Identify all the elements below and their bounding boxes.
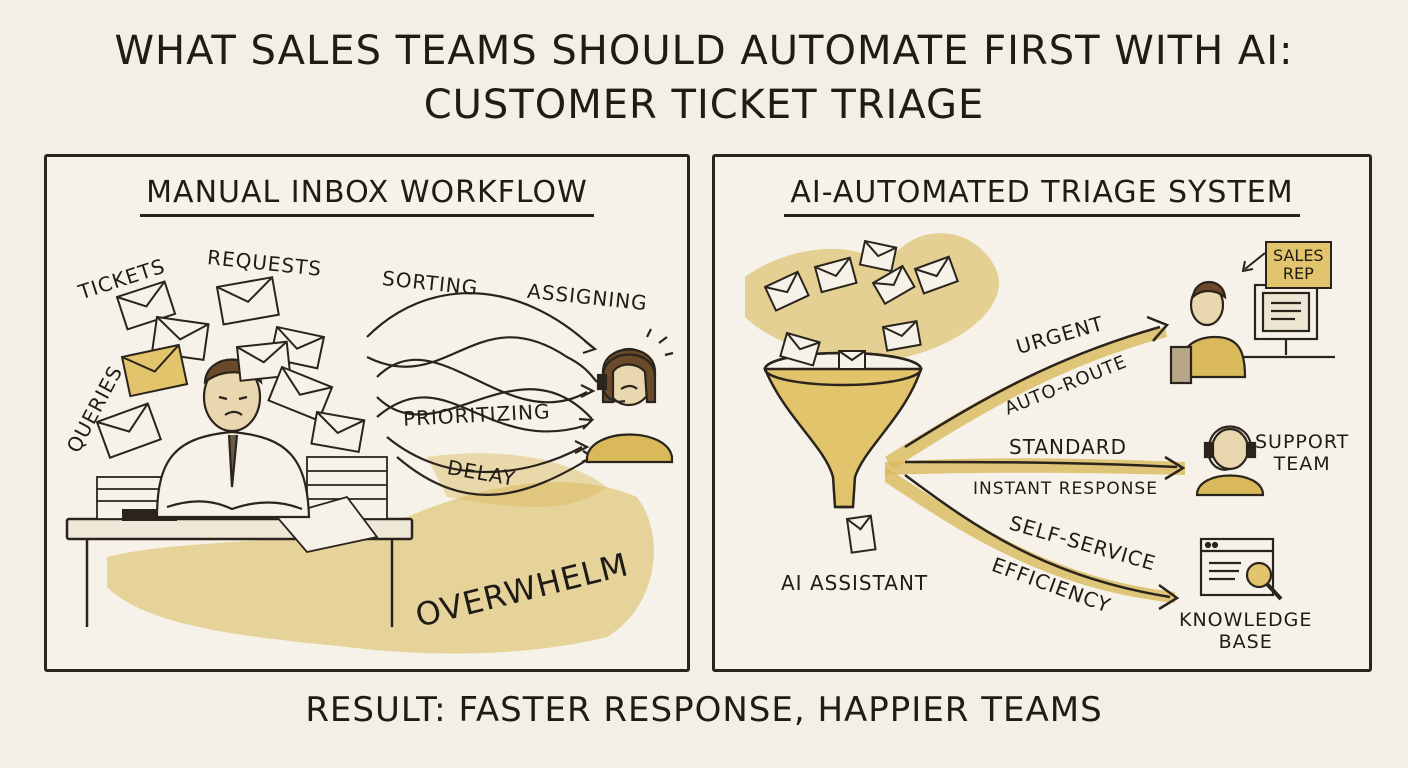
ai-triage-panel: AI-AUTOMATED TRIAGE SYSTEM (712, 154, 1372, 672)
label-knowledge-base: KNOWLEDGE BASE (1179, 609, 1313, 653)
ai-triage-title: AI-AUTOMATED TRIAGE SYSTEM (715, 175, 1369, 217)
sales-rep-person (1169, 281, 1247, 385)
sales-rep-tag: SALES REP (1265, 241, 1332, 289)
magnifier-icon (1199, 537, 1283, 601)
arrow-icon (366, 292, 598, 496)
envelope-icon (95, 276, 366, 459)
main-title-line-2: CUSTOMER TICKET TRIAGE (423, 82, 985, 128)
support-agent (585, 328, 674, 464)
envelope-icon (763, 239, 960, 554)
headset-icon (1195, 425, 1265, 497)
ai-triage-illustration (745, 233, 1335, 611)
label-instant-response: INSTANT RESPONSE (973, 479, 1158, 499)
label-standard: STANDARD (1009, 435, 1128, 459)
manual-workflow-panel: MANUAL INBOX WORKFLOW (44, 154, 690, 672)
manual-workflow-illustration (65, 276, 674, 654)
result-caption: RESULT: FASTER RESPONSE, HAPPIER TEAMS (305, 690, 1103, 730)
computer-icon (1235, 283, 1335, 359)
label-support-team: SUPPORT TEAM (1255, 431, 1350, 475)
main-title-line-1: WHAT SALES TEAMS SHOULD AUTOMATE FIRST W… (114, 28, 1294, 74)
label-ai-assistant: AI ASSISTANT (781, 571, 929, 595)
arrow-icon (904, 315, 1186, 611)
manual-workflow-title: MANUAL INBOX WORKFLOW (47, 175, 687, 217)
